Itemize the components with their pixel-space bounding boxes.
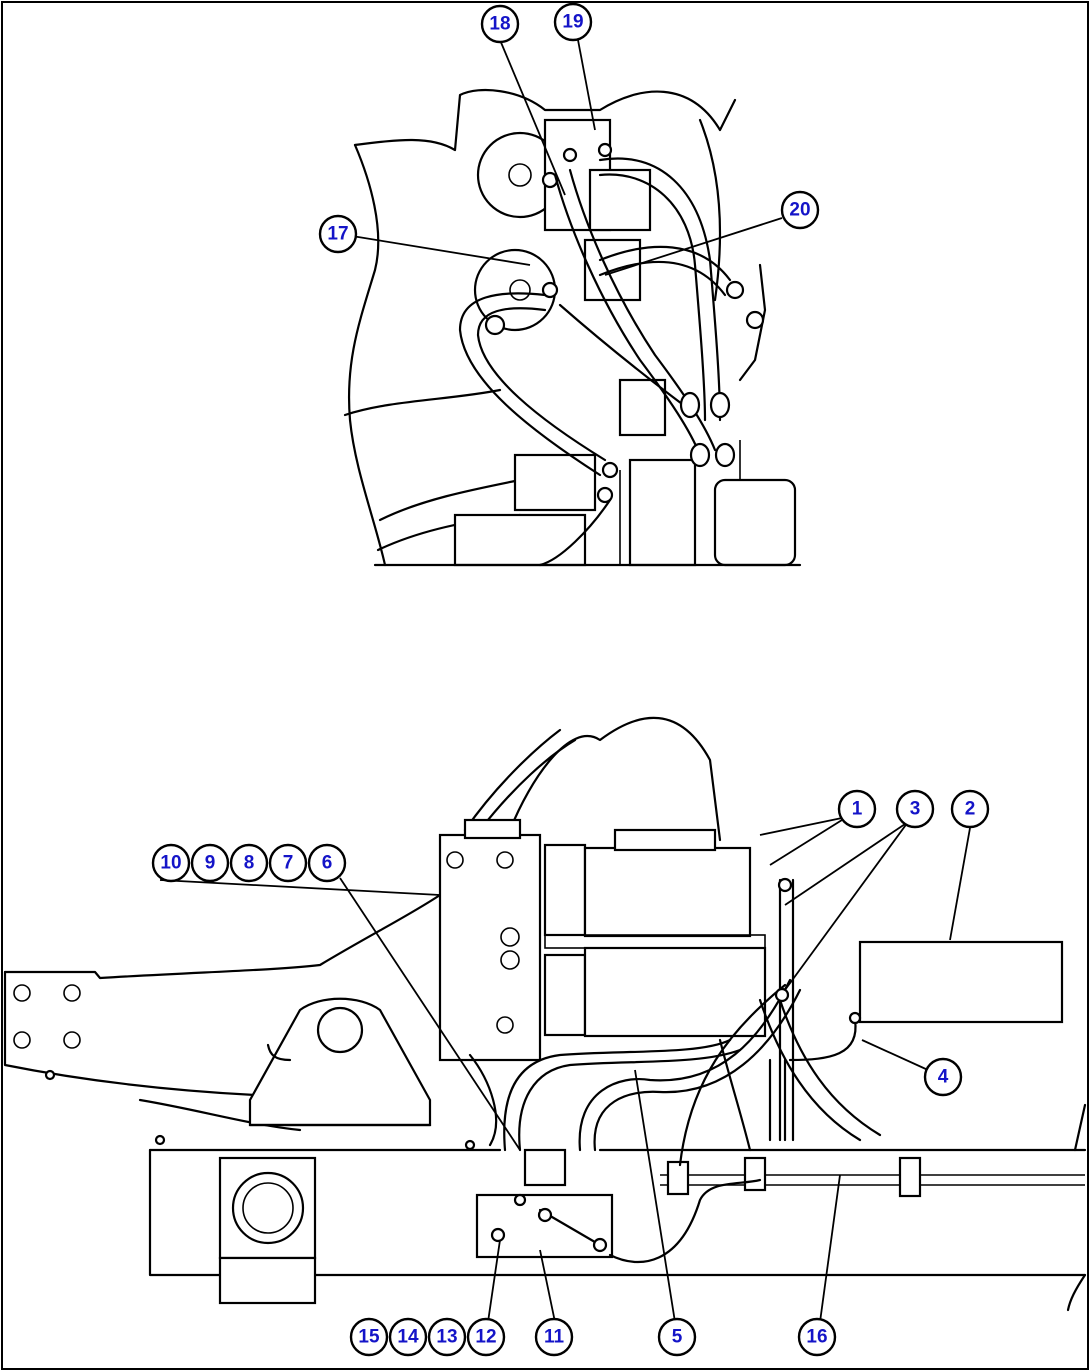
callout-10-label: 10 [160,853,181,874]
callout-16-label: 16 [806,1327,827,1348]
callout-15-label: 15 [358,1327,380,1348]
top-view-leaders [351,39,783,276]
callout-1: 1 [837,789,877,829]
callout-10: 10 [151,843,191,883]
callout-20: 20 [780,190,820,230]
callout-8: 8 [229,843,269,883]
callout-19-label: 19 [562,12,583,33]
callout-17-label: 17 [327,224,348,245]
callout-12-label: 12 [475,1327,496,1348]
callout-5: 5 [657,1317,697,1357]
bottom-view-leaders [159,817,971,1323]
callout-9: 9 [190,843,230,883]
callout-17: 17 [318,214,358,254]
callout-8-label: 8 [244,853,255,874]
callout-4: 4 [923,1057,963,1097]
callout-6-label: 6 [322,853,333,874]
callout-3: 3 [895,789,935,829]
callout-16: 16 [797,1317,837,1357]
callout-7: 7 [268,843,308,883]
callout-7-label: 7 [283,853,294,874]
callout-2-label: 2 [965,799,976,820]
top-view [343,88,802,567]
callout-6: 6 [307,843,347,883]
callout-4-label: 4 [938,1067,949,1088]
callout-9-label: 9 [205,853,216,874]
callout-12: 12 [466,1317,506,1357]
callout-2: 2 [950,789,990,829]
callout-11-label: 11 [544,1327,565,1348]
callout-13: 13 [427,1317,467,1357]
callout-18-label: 18 [489,14,510,35]
callout-18: 18 [480,4,520,44]
bottom-view [3,716,1087,1312]
callout-14: 14 [388,1317,428,1357]
callout-11: 11 [534,1317,574,1357]
callout-14-label: 14 [397,1327,419,1348]
callout-15: 15 [349,1317,389,1357]
callout-20-label: 20 [789,200,810,221]
callout-3-label: 3 [910,799,921,820]
callout-1-label: 1 [852,799,863,820]
callout-5-label: 5 [672,1327,683,1348]
callout-13-label: 13 [436,1327,457,1348]
callout-19: 19 [553,2,593,42]
